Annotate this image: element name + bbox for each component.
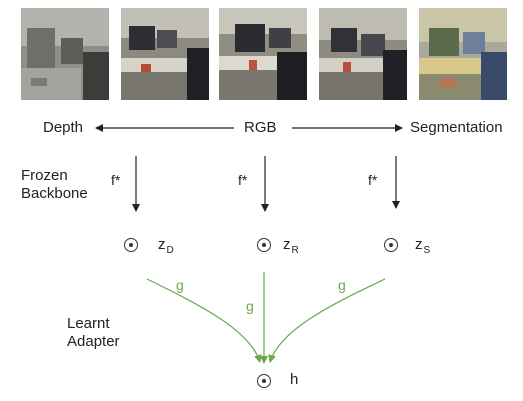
- adapter-function-depth: g: [176, 277, 184, 293]
- output-label: h: [290, 371, 299, 388]
- backbone-function-rgb: f*: [238, 172, 248, 188]
- seg-embedding-node: [384, 238, 398, 252]
- frozen-label: Frozen: [21, 167, 68, 184]
- backbone-function-seg: f*: [368, 172, 378, 188]
- seg-adapter-arrow: [268, 278, 386, 363]
- adapter-label: Adapter: [67, 333, 120, 350]
- depth-embedding-node: [124, 238, 138, 252]
- rgb-embedding-label: zR: [283, 236, 299, 256]
- backbone-function-depth: f*: [111, 172, 121, 188]
- rgb-label: RGB: [244, 119, 277, 136]
- segmentation-label: Segmentation: [410, 119, 503, 136]
- rgb-view-image-3: [319, 8, 407, 100]
- depth-adapter-arrow: [146, 278, 262, 363]
- rgb-view-image-2: [219, 8, 307, 100]
- rgb-embedding-node: [257, 238, 271, 252]
- adapter-function-seg: g: [338, 277, 346, 293]
- learnt-label: Learnt: [67, 315, 110, 332]
- adapter-function-rgb: g: [246, 298, 254, 314]
- seg-embedding-label: zS: [415, 236, 431, 256]
- depth-embedding-label: zD: [158, 236, 174, 256]
- backbone-label: Backbone: [21, 185, 88, 202]
- depth-label: Depth: [43, 119, 84, 136]
- segmentation-view-image: [419, 8, 507, 100]
- output-node: [257, 374, 271, 388]
- depth-view-image: [21, 8, 109, 100]
- rgb-view-image-1: [121, 8, 209, 100]
